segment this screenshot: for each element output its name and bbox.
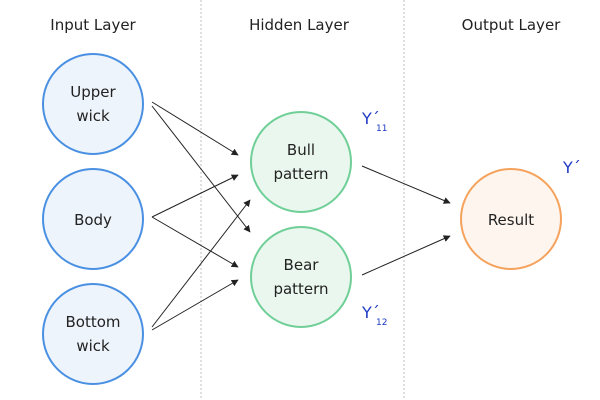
node-bottom-wick: Bottom wick <box>42 283 144 385</box>
output-layer-title: Output Layer <box>462 16 562 34</box>
node-label: Body <box>74 211 112 229</box>
edge-bull-result <box>361 165 451 204</box>
edge-bear-result <box>361 235 451 276</box>
y12-sub: 12 <box>376 318 387 328</box>
y11-main: Y´ <box>361 109 380 128</box>
hidden-layer-title: Hidden Layer <box>249 16 350 34</box>
node-upper-wick: Upper wick <box>42 53 144 155</box>
edge-bottom-bull <box>151 199 251 328</box>
y11-sub: 11 <box>376 124 387 134</box>
edge-body-bear <box>151 216 239 268</box>
edge-bottom-bear <box>151 279 239 331</box>
y12-main: Y´ <box>361 303 380 322</box>
node-result: Result <box>460 168 562 270</box>
connections <box>151 101 451 331</box>
node-body: Body <box>42 168 144 270</box>
node-label: Result <box>488 211 534 229</box>
node-label: wick <box>76 107 110 125</box>
node-label: Bear <box>284 256 320 274</box>
node-bull-pattern: Bull pattern <box>250 111 352 213</box>
node-label: Upper <box>70 83 116 101</box>
edge-upper-bull <box>151 101 239 156</box>
label-y11: Y´ 11 <box>361 109 387 134</box>
edge-body-bull <box>151 174 239 218</box>
node-label: wick <box>76 337 110 355</box>
label-y12: Y´ 12 <box>361 303 387 328</box>
label-y-output: Y´ <box>562 158 581 177</box>
input-layer-title: Input Layer <box>50 16 136 34</box>
node-label: Bottom <box>65 313 120 331</box>
node-bear-pattern: Bear pattern <box>250 226 352 328</box>
node-label: pattern <box>273 280 328 298</box>
node-label: pattern <box>273 165 328 183</box>
edge-upper-bear <box>151 105 251 233</box>
node-label: Bull <box>287 141 315 159</box>
